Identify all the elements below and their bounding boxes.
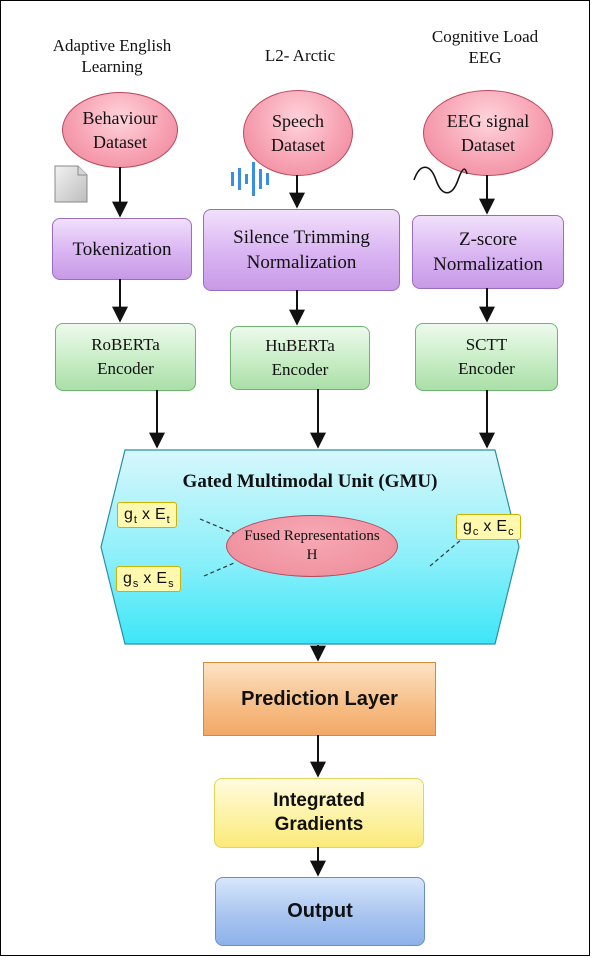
gmu-title: Gated Multimodal Unit (GMU) bbox=[182, 471, 438, 492]
gate-s-connector bbox=[203, 562, 235, 577]
document-icon bbox=[54, 165, 88, 203]
audio-waveform-icon bbox=[231, 162, 269, 196]
source-title-speech: L2- Arctic bbox=[264, 46, 336, 65]
output-node: Output bbox=[215, 877, 425, 946]
source-title-eeg: Cognitive Load EEG bbox=[431, 27, 539, 67]
source-title-behaviour: Adaptive English Learning bbox=[52, 36, 172, 76]
preprocess-node-tokenization: Tokenization bbox=[52, 218, 192, 280]
sine-wave-icon bbox=[413, 166, 468, 194]
integrated-gradients-node: Integrated Gradients bbox=[214, 778, 424, 848]
gmu-block: Gated Multimodal Unit (GMU) Fused Repres… bbox=[100, 449, 521, 645]
fused-representations-node: Fused Representations H bbox=[226, 515, 398, 577]
prediction-layer-node: Prediction Layer bbox=[203, 662, 436, 736]
